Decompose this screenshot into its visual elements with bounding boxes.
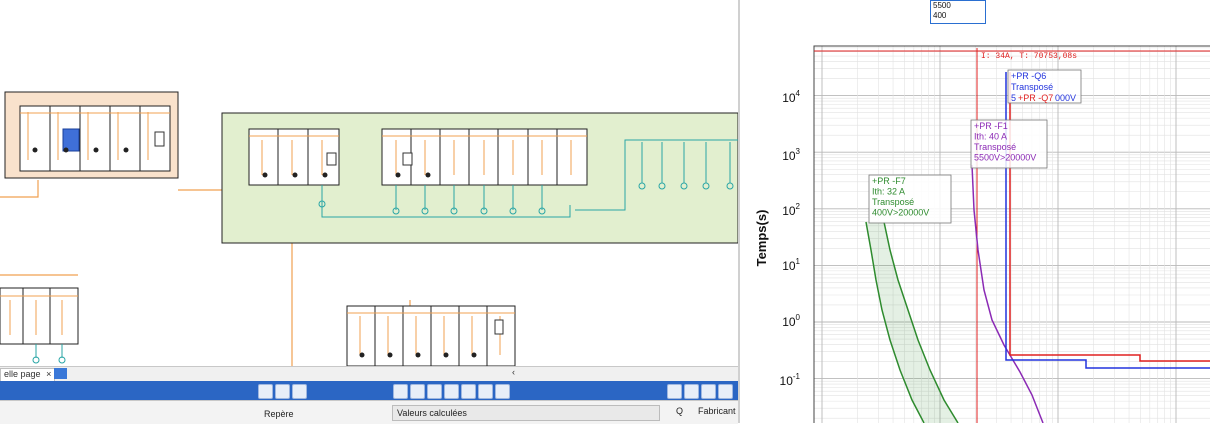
report-icon[interactable] — [444, 384, 459, 399]
plot-frame — [813, 45, 1210, 423]
panel-divider[interactable] — [738, 0, 740, 423]
orange-feeders — [0, 180, 411, 380]
time-current-curve-plot: 104 103 102 101 100 10-1 Temps(s) I: 34A, T: … — [754, 45, 1210, 423]
properties-panel: Repère Valeurs calculées Q Fabricant — [0, 400, 738, 424]
filter-icon[interactable] — [684, 384, 699, 399]
add-page-icon[interactable] — [54, 368, 67, 379]
curve-f1[interactable] — [971, 164, 1044, 423]
ann-q6-line: Transposé — [1011, 82, 1053, 92]
ann-q6-line: 5 — [1011, 93, 1016, 103]
edit-icon[interactable] — [258, 384, 273, 399]
chart-icon[interactable] — [427, 384, 442, 399]
fabricant-column-header[interactable]: Fabricant — [698, 406, 736, 416]
y-axis-ticks: 104 103 102 101 100 10-1 — [780, 89, 801, 388]
scroll-left-icon[interactable]: ‹ — [512, 367, 515, 377]
curve-q6[interactable] — [1005, 72, 1210, 369]
y-tick-label: 104 — [782, 89, 800, 105]
close-icon[interactable]: × — [46, 369, 52, 379]
properties-toolbar — [0, 381, 738, 400]
ann-q6-line: +PR -Q6 — [1011, 71, 1046, 81]
tab-page[interactable]: elle page × — [0, 368, 56, 381]
search-icon[interactable] — [701, 384, 716, 399]
curve-q7[interactable] — [1009, 72, 1210, 362]
switchboard-block-bottom-middle[interactable] — [346, 305, 516, 367]
ann-f1-line: Transposé — [974, 142, 1016, 152]
ann-q6-line: 000V — [1055, 93, 1076, 103]
calculated-values-header: Valeurs calculées — [392, 405, 660, 421]
ann-q6-line: +PR -Q7 — [1018, 93, 1053, 103]
table-view-icon[interactable] — [393, 384, 408, 399]
tab-page-label: elle page — [4, 369, 41, 379]
switchboard-block-green[interactable] — [221, 112, 738, 244]
print-icon[interactable] — [495, 384, 510, 399]
ann-f1-line: +PR -F1 — [974, 121, 1008, 131]
selectivity-chart[interactable]: 104 103 102 101 100 10-1 Temps(s) I: 34A, T: … — [740, 0, 1210, 423]
y-tick-label: 102 — [782, 202, 800, 218]
repere-label: Repère — [264, 409, 294, 419]
cursor-readout: I: 34A, T: 70753,08s — [981, 52, 1077, 61]
ann-f7-line: Transposé — [872, 197, 914, 207]
y-tick-label: 103 — [782, 147, 800, 163]
ann-f1-line: 5500V>20000V — [974, 153, 1036, 163]
switchboard-block-orange[interactable] — [4, 91, 179, 179]
q-column-header[interactable]: Q — [676, 406, 684, 416]
ann-f7-line: Ith: 32 A — [872, 187, 905, 197]
ann-f7-line: 400V>20000V — [872, 208, 929, 218]
curve-f7[interactable] — [865, 221, 959, 423]
voltage-option-2[interactable]: 400 — [933, 11, 947, 20]
settings-icon[interactable] — [478, 384, 493, 399]
y-axis-label: Temps(s) — [754, 210, 769, 267]
ann-f7-line: +PR -F7 — [872, 176, 906, 186]
collapse-icon[interactable] — [292, 384, 307, 399]
zoom-icon[interactable] — [718, 384, 733, 399]
calculated-values-label: Valeurs calculées — [397, 408, 467, 418]
y-tick-label: 101 — [782, 257, 800, 273]
y-tick-label: 10-1 — [780, 372, 801, 388]
voltage-option-1[interactable]: 5500 — [933, 1, 951, 10]
schematic-canvas[interactable] — [0, 0, 738, 380]
grid-icon[interactable] — [410, 384, 425, 399]
export-icon[interactable] — [461, 384, 476, 399]
switchboard-block-bottom-left[interactable] — [0, 287, 79, 364]
ann-f1-line: Ith: 40 A — [974, 132, 1007, 142]
y-tick-label: 100 — [782, 313, 800, 329]
page-tab-strip: elle page × ‹ — [0, 366, 738, 381]
list-icon[interactable] — [667, 384, 682, 399]
location-pin-icon[interactable] — [275, 384, 290, 399]
schematic-drawing — [0, 91, 738, 380]
voltage-dropdown-list[interactable]: 5500 400 — [930, 0, 986, 24]
